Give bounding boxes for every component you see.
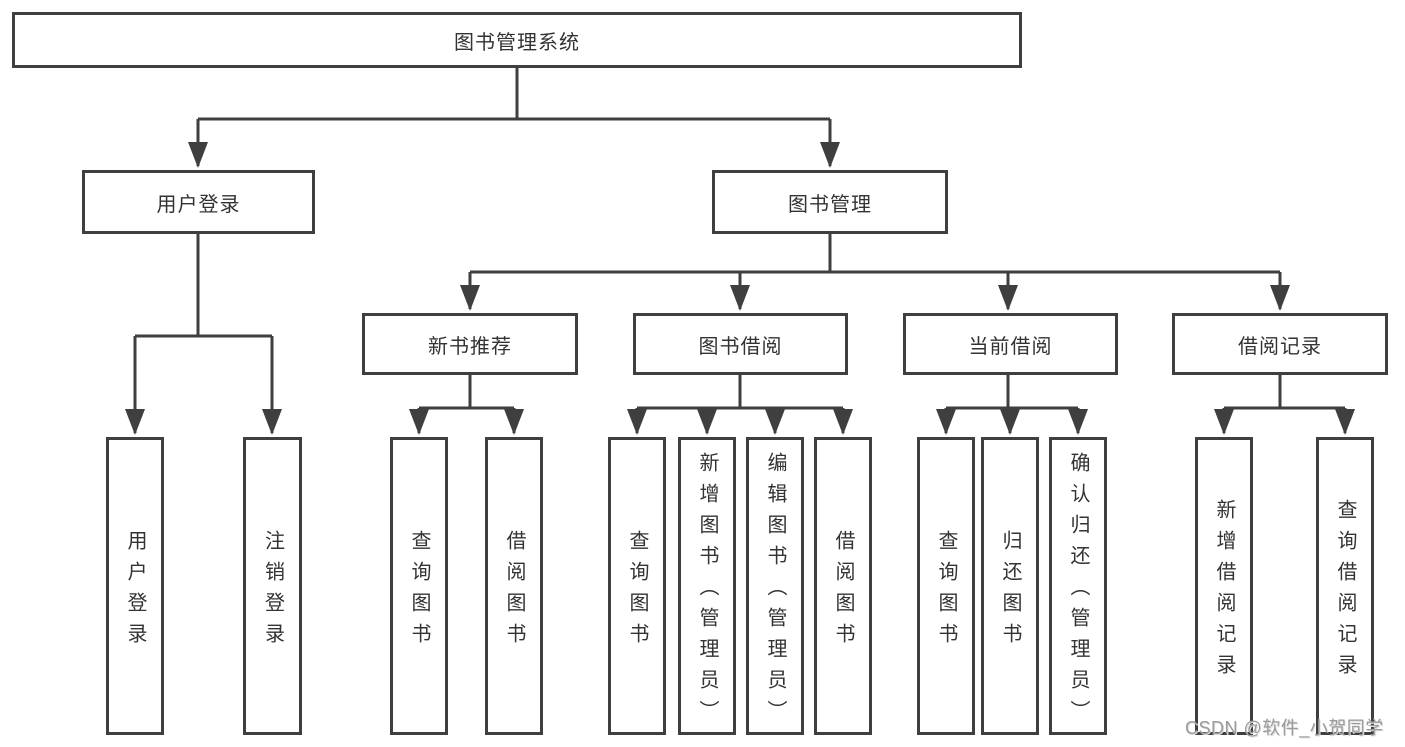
- leaf-query-books-2-label: 查询图书: [626, 529, 648, 654]
- leaf-edit-books-admin: 编辑图书（管理员）: [746, 437, 804, 735]
- leaf-confirm-return-admin: 确认归还（管理员）: [1049, 437, 1107, 735]
- leaf-add-books-admin-label: 新增图书（管理员）: [696, 452, 718, 731]
- leaf-borrow-books-1: 借阅图书: [485, 437, 543, 735]
- leaf-logout: 注销登录: [243, 437, 302, 735]
- leaf-query-books-3: 查询图书: [917, 437, 975, 735]
- node-current-borrow: 当前借阅: [903, 313, 1118, 375]
- leaf-confirm-return-admin-label: 确认归还（管理员）: [1067, 452, 1089, 731]
- leaf-query-books-1: 查询图书: [390, 437, 448, 735]
- node-book-borrow-label: 图书借阅: [698, 335, 783, 358]
- node-book-borrow: 图书借阅: [633, 313, 848, 375]
- node-user-login: 用户登录: [82, 170, 315, 234]
- leaf-query-borrow-record-label: 查询借阅记录: [1334, 498, 1356, 685]
- leaf-query-books-1-label: 查询图书: [408, 529, 430, 654]
- leaf-return-books-label: 归还图书: [999, 529, 1021, 654]
- leaf-logout-label: 注销登录: [261, 529, 284, 654]
- leaf-add-borrow-record: 新增借阅记录: [1195, 437, 1253, 735]
- leaf-borrow-books-2: 借阅图书: [814, 437, 872, 735]
- watermark: CSDN @软件_小贺同学: [1185, 718, 1384, 738]
- leaf-add-books-admin: 新增图书（管理员）: [678, 437, 736, 735]
- leaf-borrow-books-2-label: 借阅图书: [832, 529, 854, 654]
- leaf-return-books: 归还图书: [981, 437, 1039, 735]
- node-root-label: 图书管理系统: [454, 31, 580, 54]
- leaf-user-login: 用户登录: [106, 437, 164, 735]
- leaf-query-books-3-label: 查询图书: [935, 529, 957, 654]
- leaf-user-login-label: 用户登录: [124, 529, 146, 654]
- leaf-add-borrow-record-label: 新增借阅记录: [1213, 498, 1235, 685]
- node-root: 图书管理系统: [12, 12, 1022, 68]
- arrowheads: [125, 119, 1355, 435]
- node-user-login-label: 用户登录: [156, 193, 241, 216]
- node-borrow-records-label: 借阅记录: [1238, 335, 1322, 358]
- node-new-book-recommend: 新书推荐: [362, 313, 578, 375]
- leaf-edit-books-admin-label: 编辑图书（管理员）: [764, 452, 786, 731]
- node-new-book-recommend-label: 新书推荐: [428, 335, 512, 358]
- leaf-query-borrow-record: 查询借阅记录: [1316, 437, 1374, 735]
- leaf-query-books-2: 查询图书: [608, 437, 666, 735]
- leaf-borrow-books-1-label: 借阅图书: [503, 529, 525, 654]
- node-current-borrow-label: 当前借阅: [968, 335, 1053, 358]
- node-book-management: 图书管理: [712, 170, 948, 234]
- node-borrow-records: 借阅记录: [1172, 313, 1388, 375]
- node-book-management-label: 图书管理: [788, 193, 872, 216]
